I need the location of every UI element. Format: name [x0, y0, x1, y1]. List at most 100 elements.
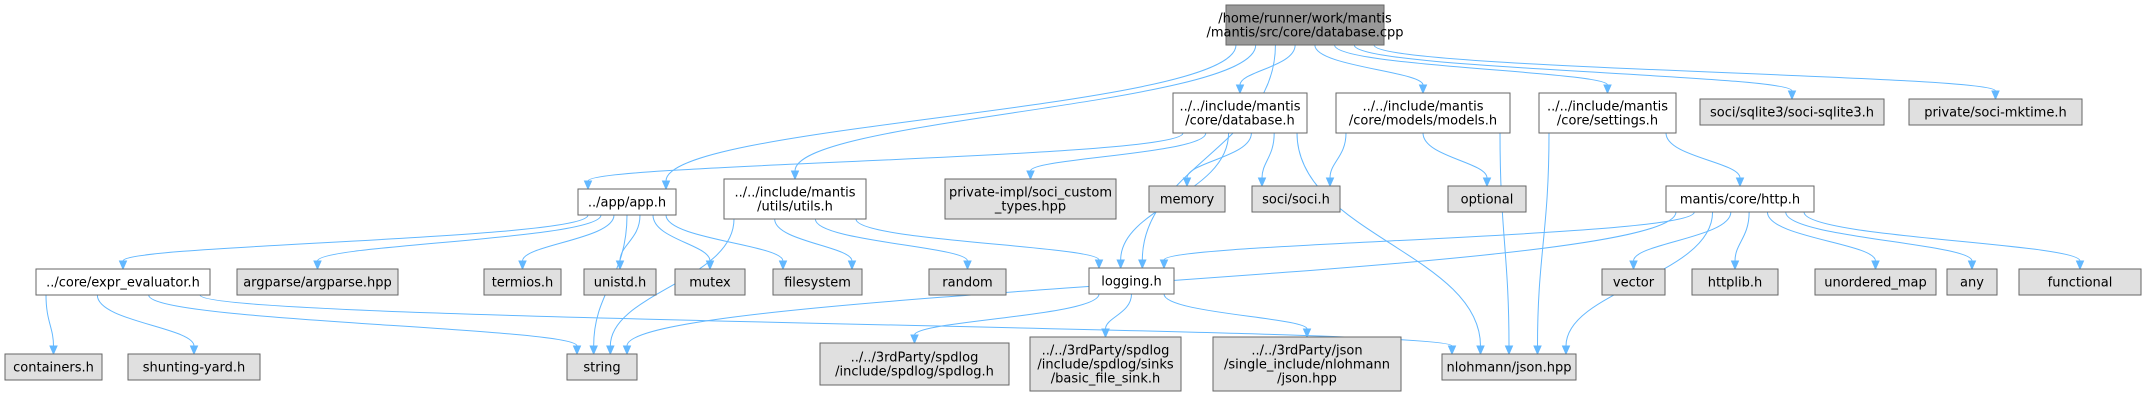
node-label-line: nlohmann/json.hpp [1447, 361, 1572, 376]
node-box [723, 178, 867, 220]
node-httplib: httplib.h [1691, 268, 1779, 296]
node-box [1225, 4, 1385, 46]
node-label-line: /mantis/src/core/database.cpp [1206, 26, 1403, 41]
node-label-line: random [942, 276, 992, 291]
node-label-line: vector [1613, 276, 1655, 291]
arrowhead-icon [1235, 84, 1245, 95]
edge-utils-h-to-filesystem [774, 218, 853, 262]
node-label-line: private/soci-mktime.h [1924, 106, 2066, 121]
node-soci-custom: private-impl/soci_custom_types.hpp [944, 178, 1117, 220]
node-label-line: /include/spdlog/sinks [1037, 358, 1173, 373]
edge-app-h-to-filesystem [665, 214, 784, 262]
node-optional: optional [1447, 185, 1527, 213]
arrowhead-icon [1257, 177, 1267, 188]
node-layer: /home/runner/work/mantis/mantis/src/core… [4, 4, 2142, 392]
node-box [4, 353, 103, 381]
edge-app-h-to-termios [522, 214, 615, 262]
arrowhead-icon [790, 170, 800, 181]
arrowhead-icon [518, 260, 527, 271]
arrowhead-icon [1302, 328, 1312, 339]
node-box [674, 268, 746, 296]
node-label-line: /core/database.h [1185, 114, 1295, 129]
node-label-line: shunting-yard.h [143, 361, 246, 376]
arrowhead-icon [778, 260, 788, 271]
node-utils-h[interactable]: ../../include/mantis/utils/utils.h [723, 178, 867, 220]
node-http-h[interactable]: mantis/core/http.h [1665, 185, 1815, 213]
node-label-line: /single_include/nlohmann [1224, 358, 1390, 373]
node-label-line: ../../3rdParty/spdlog [851, 351, 979, 366]
node-box [1335, 92, 1511, 134]
node-unistd: unistd.h [583, 268, 657, 296]
edge-inc-database-h-to-soci-custom [1030, 132, 1207, 172]
arrowhead-icon [1101, 328, 1110, 339]
node-box [1172, 92, 1308, 134]
edge-app-h-to-mutex [652, 214, 711, 262]
node-random: random [928, 268, 1007, 296]
arrowhead-icon [1603, 84, 1612, 95]
node-models-h[interactable]: ../../include/mantis/core/models/models.… [1335, 92, 1511, 134]
node-label-line: filesystem [784, 276, 851, 291]
edge-root-to-soci-sqlite3 [1353, 44, 1793, 92]
node-label-line: optional [1461, 193, 1514, 208]
arrowhead-icon [1871, 260, 1880, 271]
arrowhead-icon [189, 345, 199, 356]
edge-settings-h-to-nlohmann-json [1537, 132, 1550, 347]
arrowhead-icon [583, 180, 593, 191]
node-label-line: /include/spdlog/spdlog.h [835, 365, 994, 380]
node-label-line: argparse/argparse.hpp [243, 276, 392, 291]
node-memory: memory [1148, 185, 1226, 213]
node-label-line: _types.hpp [994, 200, 1066, 215]
edge-utils-h-to-string [609, 218, 735, 347]
node-box [1601, 268, 1666, 296]
node-box [1538, 92, 1677, 134]
node-label-line: ../../include/mantis [1179, 100, 1300, 115]
node-root[interactable]: /home/runner/work/mantis/mantis/src/core… [1206, 4, 1404, 46]
arrowhead-icon [1561, 345, 1571, 356]
node-label-line: unistd.h [594, 276, 647, 291]
node-label-line: ../core/expr_evaluator.h [46, 276, 200, 291]
node-box [236, 268, 399, 296]
node-box [1908, 98, 2083, 126]
node-expr-eval[interactable]: ../core/expr_evaluator.h [35, 268, 211, 296]
arrowhead-icon [49, 345, 58, 356]
arrowhead-icon [589, 345, 598, 356]
node-label-line: /core/models/models.h [1349, 114, 1497, 129]
arrowhead-icon [1026, 170, 1035, 181]
node-argparse: argparse/argparse.hpp [236, 268, 399, 296]
edge-http-h-to-vector [1633, 211, 1732, 262]
node-label-line: ../../include/mantis [734, 186, 855, 201]
edge-http-h-to-any [1785, 211, 1973, 262]
node-label-line: any [1960, 276, 1984, 291]
node-basic-sink: ../../3rdParty/spdlog/include/spdlog/sin… [1029, 336, 1182, 392]
node-spdlog: ../../3rdParty/spdlog/include/spdlog/spd… [819, 342, 1010, 386]
node-box [583, 268, 657, 296]
edge-http-h-to-unordered-map [1766, 211, 1876, 262]
node-settings-h[interactable]: ../../include/mantis/core/settings.h [1538, 92, 1677, 134]
edge-app-h-to-expr-eval [122, 214, 589, 262]
edge-inc-database-h-to-soci-h [1261, 132, 1275, 179]
arrowhead-icon [963, 260, 972, 271]
node-inc-database-h[interactable]: ../../include/mantis/core/database.h [1172, 92, 1308, 134]
node-box [772, 268, 863, 296]
edge-root-to-settings-h [1334, 44, 1608, 86]
arrowhead-icon [1629, 260, 1638, 271]
node-box [1814, 268, 1937, 296]
node-box [1251, 185, 1341, 213]
node-label-line: soci/sqlite3/soci-sqlite3.h [1710, 106, 1874, 121]
node-app-h[interactable]: ../app/app.h [577, 188, 677, 216]
arrowhead-icon [2075, 260, 2085, 271]
arrowhead-icon [1476, 345, 1485, 356]
edge-expr-eval-to-shunting [96, 294, 195, 347]
node-box [1665, 185, 1815, 213]
node-box [577, 188, 677, 216]
edge-app-h-to-unistd [619, 214, 641, 262]
edge-root-to-inc-database-h [1239, 44, 1296, 86]
node-any: any [1946, 268, 1998, 296]
node-label-line: /utils/utils.h [757, 200, 833, 215]
node-logging-h[interactable]: logging.h [1088, 267, 1175, 295]
node-label-line: ../../include/mantis [1362, 100, 1483, 115]
arrowhead-icon [1967, 260, 1977, 271]
node-box [1029, 336, 1182, 392]
node-box [1691, 268, 1779, 296]
node-label-line: ../../include/mantis [1547, 100, 1668, 115]
